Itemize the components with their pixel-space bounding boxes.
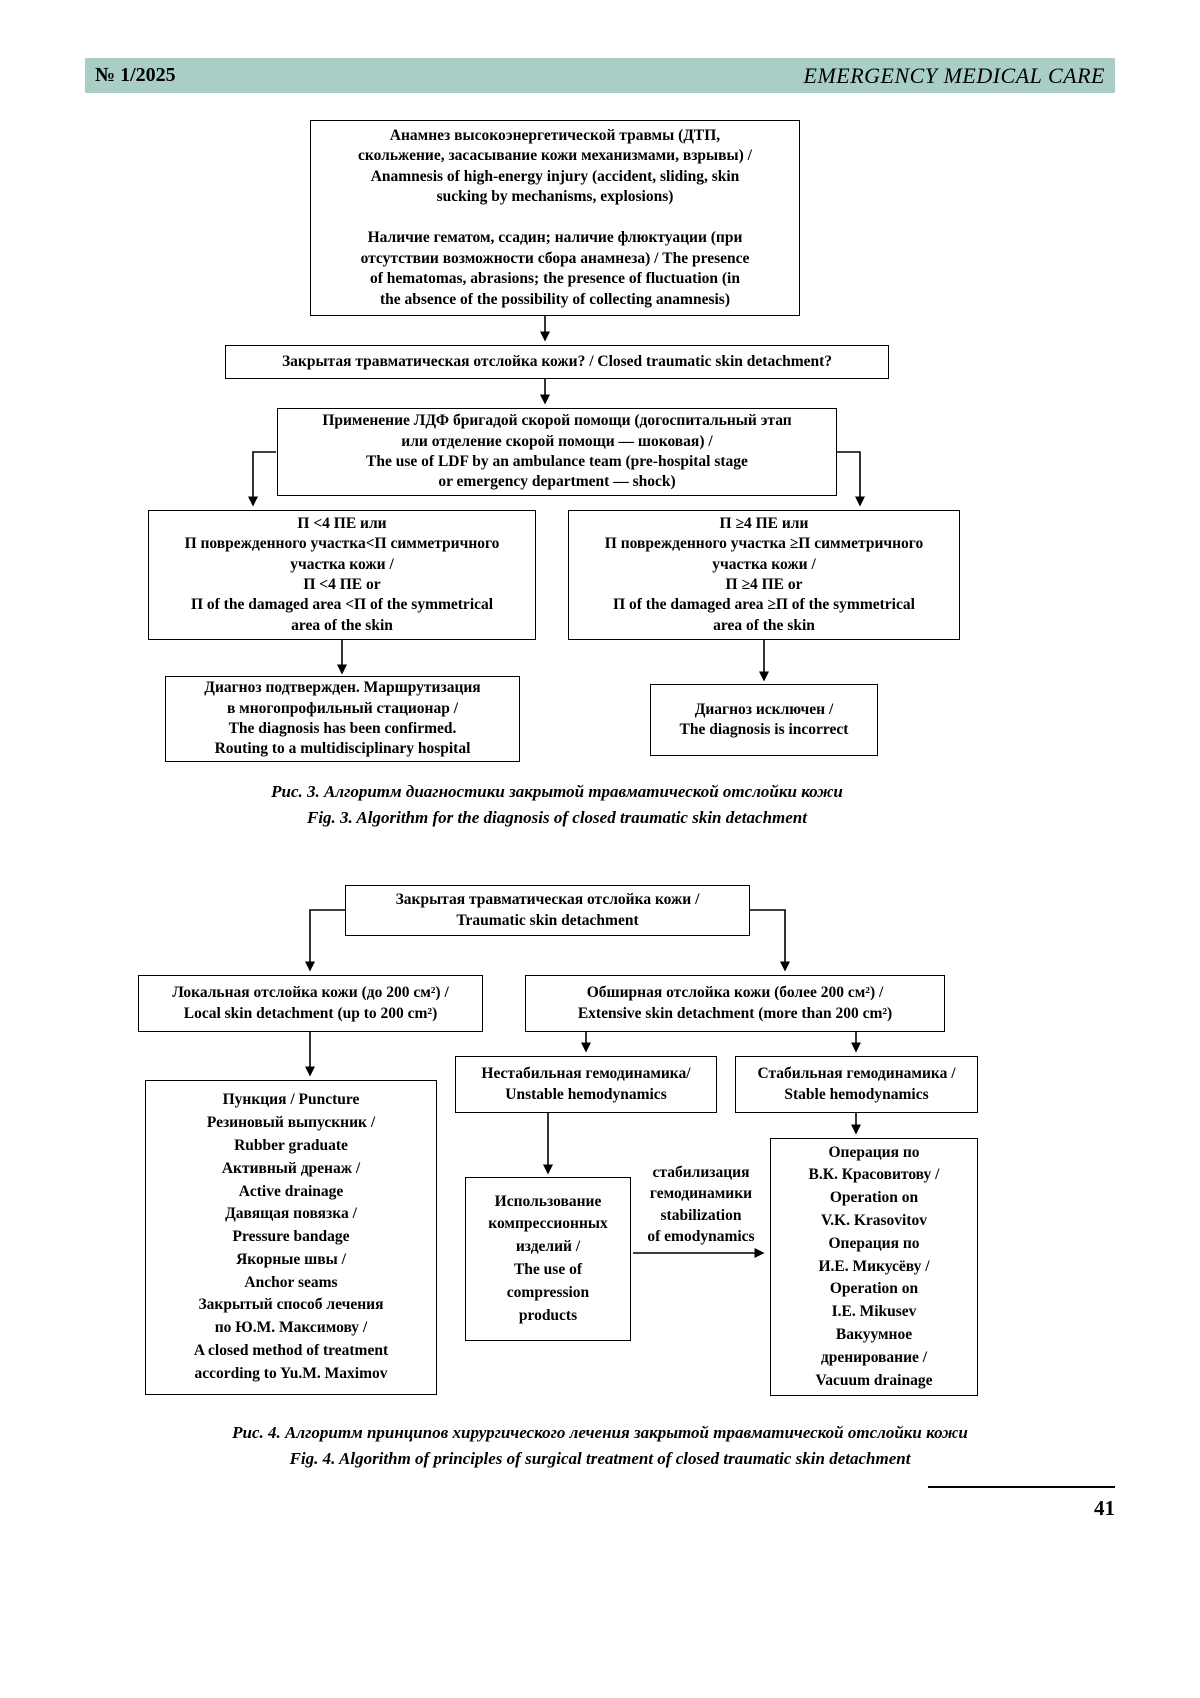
issue-number: № 1/2025 [95, 64, 176, 86]
arrow-root-to-local [305, 909, 346, 972]
fig4-caption: Рис. 4. Алгоритм принципов хирургическог… [85, 1420, 1115, 1471]
fig3-box-diagnosis-excluded: Диагноз исключен / The diagnosis is inco… [650, 684, 878, 756]
fig4-box-operations: Операция по В.К. Красовитову / Operation… [770, 1138, 978, 1396]
fig4-box-local: Локальная отслойка кожи (до 200 см²) / L… [138, 975, 483, 1032]
arrow-ldf-to-high [837, 451, 865, 507]
fig3-box-anamnesis: Анамнез высокоэнергетической травмы (ДТП… [310, 120, 800, 316]
fig4-box-stable-hemodynamics: Стабильная гемодинамика / Stable hemodyn… [735, 1056, 978, 1113]
footer-rule [928, 1486, 1115, 1488]
fig3-caption-en: Fig. 3. Algorithm for the diagnosis of c… [307, 807, 807, 827]
fig3-caption-ru: Рис. 3. Алгоритм диагностики закрытой тр… [271, 782, 843, 801]
fig3-box-question: Закрытая травматическая отслойка кожи? /… [225, 345, 889, 379]
fig4-box-root: Закрытая травматическая отслойка кожи / … [345, 885, 750, 936]
fig3-caption: Рис. 3. Алгоритм диагностики закрытой тр… [107, 779, 1007, 830]
fig3-box-ldf: Применение ЛДФ бригадой скорой помощи (д… [277, 408, 837, 496]
fig4-box-local-treatments: Пункция / Puncture Резиновый выпускник /… [145, 1080, 437, 1395]
journal-title: EMERGENCY MEDICAL CARE [803, 62, 1105, 88]
fig3-box-high-perfusion: П ≥4 ПЕ или П поврежденного участка ≥П с… [568, 510, 960, 640]
fig3-box-low-perfusion: П <4 ПЕ или П поврежденного участка<П си… [148, 510, 536, 640]
header-bar: № 1/2025 EMERGENCY MEDICAL CARE [85, 58, 1115, 93]
fig4-box-unstable-hemodynamics: Нестабильная гемодинамика/ Unstable hemo… [455, 1056, 717, 1113]
arrow-root-to-extensive [749, 909, 790, 972]
page-number: 41 [1094, 1496, 1115, 1520]
fig4-box-compression: Использование компрессионных изделий / T… [465, 1177, 631, 1341]
fig4-caption-en: Fig. 4. Algorithm of principles of surgi… [289, 1448, 911, 1468]
fig4-box-extensive: Обширная отслойка кожи (более 200 см²) /… [525, 975, 945, 1032]
arrow-ldf-to-low [248, 451, 276, 507]
fig3-box-diagnosis-confirmed: Диагноз подтвержден. Маршрутизация в мно… [165, 676, 520, 762]
fig4-caption-ru: Рис. 4. Алгоритм принципов хирургическог… [232, 1423, 968, 1442]
stabilization-arrow-label: стабилизация гемодинамики stabilization … [647, 1164, 755, 1246]
